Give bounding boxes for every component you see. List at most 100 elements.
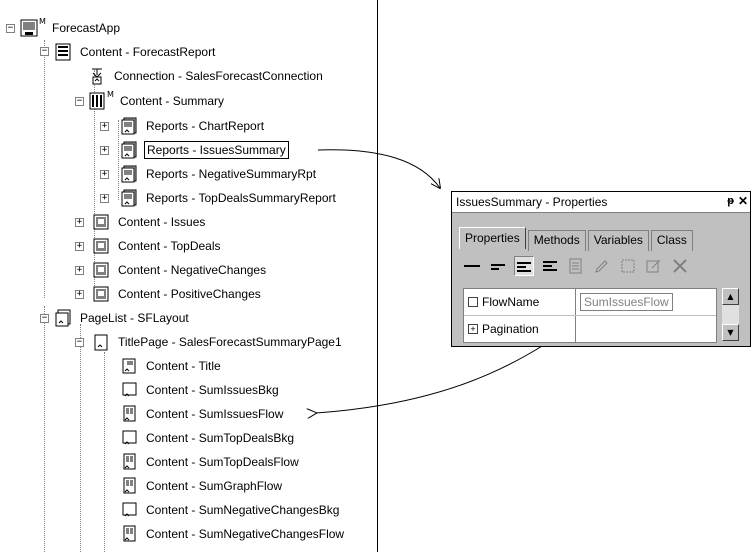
content-background-icon [120, 429, 138, 447]
align-middle-icon[interactable] [488, 256, 508, 276]
collapse-toggle[interactable]: − [40, 313, 49, 323]
content-flow-icon [120, 453, 138, 471]
delete-icon[interactable] [670, 256, 690, 276]
align-justify-icon[interactable] [540, 256, 560, 276]
report-icon [120, 165, 138, 183]
property-name-cell[interactable]: FlowName [464, 289, 576, 315]
content-icon [92, 285, 110, 303]
expand-toggle[interactable]: + [100, 145, 109, 155]
collapse-toggle[interactable]: − [75, 337, 84, 347]
property-value-cell[interactable] [576, 316, 716, 342]
tab-methods[interactable]: Methods [527, 230, 586, 251]
report-icon [120, 189, 138, 207]
tree-node-label: Content - PositiveChanges [118, 287, 261, 301]
tree-node[interactable]: Content - ForecastReport [54, 42, 217, 62]
edit-disabled-icon[interactable] [592, 256, 612, 276]
scroll-down-icon[interactable]: ▼ [722, 324, 739, 341]
tree-node-label: Reports - ChartReport [146, 119, 265, 133]
expand-toggle[interactable]: + [75, 241, 84, 251]
expand-toggle[interactable]: + [75, 289, 84, 299]
page-icon [92, 333, 110, 351]
tree-guide [94, 70, 95, 290]
content-icon [92, 213, 110, 231]
tab-variables[interactable]: Variables [587, 230, 649, 251]
content-title-icon [120, 357, 138, 375]
tree-node[interactable]: Content - SumGraphFlow [120, 476, 284, 496]
tree-node[interactable]: Connection - SalesForecastConnection [88, 66, 325, 86]
tree-node[interactable]: Reports - TopDealsSummaryReport [120, 188, 338, 208]
tree-node-label: Content - SumNegativeChangesBkg [146, 503, 340, 517]
tree-node-label: TitlePage - SalesForecastSummaryPage1 [118, 335, 342, 349]
tree-node-label: Content - SumTopDealsBkg [146, 431, 295, 445]
tree-node[interactable]: Reports - ChartReport [120, 116, 266, 136]
tree-node-label: Content - NegativeChanges [118, 263, 267, 277]
property-scrollbar[interactable]: ▲ ▼ [722, 288, 739, 341]
pin-icon[interactable]: ᵽ [727, 195, 734, 207]
tree-guide [44, 306, 45, 552]
tree-node-label: Content - SumIssuesBkg [146, 383, 279, 397]
expand-toggle[interactable]: + [100, 169, 109, 179]
close-icon[interactable]: ✕ [737, 194, 748, 208]
tab-properties[interactable]: Properties [459, 227, 526, 249]
tree-node-label: Content - Issues [118, 215, 206, 229]
application-icon: M [20, 17, 46, 37]
property-name: Pagination [482, 322, 539, 336]
tree-guide [80, 324, 81, 552]
tree-node[interactable]: PageList - SFLayout [54, 308, 191, 328]
tree-node-root[interactable]: M ForecastApp [20, 17, 122, 38]
tree-node[interactable]: Content - Issues [92, 212, 207, 232]
tree-node[interactable]: Content - NegativeChanges [92, 260, 268, 280]
new-item-icon[interactable] [618, 256, 638, 276]
edit-item-icon[interactable] [644, 256, 664, 276]
align-top-icon[interactable] [462, 256, 482, 276]
properties-window: IssuesSummary - Properties ᵽ ✕ Propertie… [451, 191, 751, 347]
expand-toggle[interactable]: + [75, 217, 84, 227]
properties-title-bar[interactable]: IssuesSummary - Properties ᵽ ✕ [452, 192, 750, 213]
property-grid: FlowName SumIssuesFlow + Pagination [463, 288, 717, 343]
tree-node[interactable]: Reports - NegativeSummaryRpt [120, 164, 318, 184]
scroll-track[interactable] [722, 305, 739, 324]
tree-node[interactable]: Content - SumIssuesFlow [120, 404, 285, 424]
tree-node[interactable]: M Content - Summary [88, 90, 226, 111]
content-report-icon [54, 43, 72, 61]
tree-node-label: Connection - SalesForecastConnection [114, 69, 323, 83]
tree-node-label: Reports - TopDealsSummaryReport [146, 191, 336, 205]
checkbox[interactable] [468, 297, 478, 307]
collapse-toggle[interactable]: − [40, 46, 49, 56]
tree-node-label: ForecastApp [52, 21, 121, 35]
collapse-toggle[interactable]: − [6, 23, 15, 33]
content-background-icon [120, 501, 138, 519]
tree-node-selected[interactable]: Reports - IssuesSummary [120, 140, 289, 160]
tree-node-label: Content - TopDeals [118, 239, 221, 253]
tree-node[interactable]: Content - TopDeals [92, 236, 223, 256]
tree-guide [104, 352, 105, 552]
tree-node[interactable]: TitlePage - SalesForecastSummaryPage1 [92, 332, 344, 352]
tab-class[interactable]: Class [650, 230, 693, 251]
tree-node-label: Content - SumGraphFlow [146, 479, 283, 493]
align-left-icon[interactable] [514, 256, 534, 276]
connection-icon [88, 67, 106, 85]
tree-node[interactable]: Content - SumNegativeChangesBkg [120, 500, 341, 520]
property-row: FlowName SumIssuesFlow [464, 289, 716, 316]
property-name-cell[interactable]: + Pagination [464, 316, 576, 342]
content-icon [92, 237, 110, 255]
page-list-icon [54, 309, 72, 327]
tree-node[interactable]: Content - SumIssuesBkg [120, 380, 281, 400]
expand-toggle[interactable]: + [75, 265, 84, 275]
collapse-toggle[interactable]: − [75, 96, 84, 106]
property-row: + Pagination [464, 316, 716, 342]
property-value-cell[interactable]: SumIssuesFlow [576, 289, 716, 315]
tree-node[interactable]: Content - SumNegativeChangesFlow [120, 524, 346, 544]
expand-icon[interactable]: + [468, 324, 478, 334]
properties-tabs: Properties Methods Variables Class [459, 227, 695, 251]
tree-node[interactable]: Content - SumTopDealsFlow [120, 452, 301, 472]
expand-toggle[interactable]: + [100, 121, 109, 131]
expand-toggle[interactable]: + [100, 193, 109, 203]
report-icon [120, 141, 138, 159]
properties-disabled-icon[interactable] [566, 256, 586, 276]
tree-node[interactable]: Content - Title [120, 356, 223, 376]
tree-node[interactable]: Content - PositiveChanges [92, 284, 263, 304]
tree-node-label: Content - Title [146, 359, 221, 373]
tree-node[interactable]: Content - SumTopDealsBkg [120, 428, 296, 448]
scroll-up-icon[interactable]: ▲ [722, 288, 739, 305]
